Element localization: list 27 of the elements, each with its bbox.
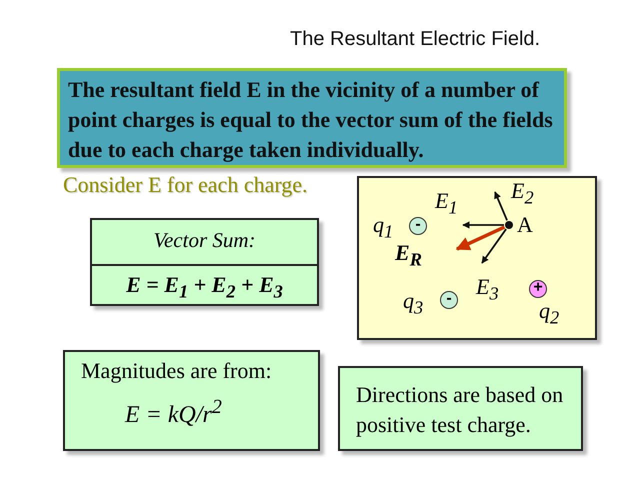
- charge-circle: +: [529, 280, 547, 298]
- callout-box: The resultant field E in the vicinity of a number of point charges is equal to the vector sum of the fields due to each charge taken individually.: [57, 68, 567, 168]
- charge-label: q$_{1}$: [373, 212, 394, 242]
- equation-text: E = E$_{1}$ + E$_{2}$ + E$_{3}$: [125, 272, 284, 302]
- point-label: A: [517, 212, 533, 238]
- slide-title: The Resultant Electric Field.: [290, 28, 540, 51]
- charge-label: q$_{3}$: [403, 288, 424, 318]
- point-dot: [505, 221, 513, 229]
- charge-circle: -: [409, 217, 427, 235]
- vector-label: E$_{2}$: [511, 178, 534, 208]
- equation-box: [90, 218, 319, 306]
- box-text: Magnitudes are from:: [81, 358, 272, 384]
- arrow: [462, 221, 504, 229]
- equation-box: [63, 350, 320, 451]
- arrow: [456, 226, 506, 251]
- box-heading: Vector Sum:: [152, 228, 257, 253]
- vector-label: E$_{R}$: [395, 240, 422, 270]
- text-box: Directions are based on positive test charge.: [338, 366, 583, 451]
- arrow: [481, 228, 507, 264]
- charge-circle: -: [440, 291, 458, 309]
- arrow: [494, 191, 508, 221]
- formula-text: E = kQ/r$^{2}$: [125, 396, 222, 429]
- vector-label: E$_{1}$: [435, 188, 458, 218]
- charge-label: q$_{2}$: [539, 298, 560, 328]
- vector-label: E$_{3}$: [476, 274, 499, 304]
- note-text: Consider E for each charge.: [63, 172, 308, 198]
- diagram-panel: [357, 176, 597, 340]
